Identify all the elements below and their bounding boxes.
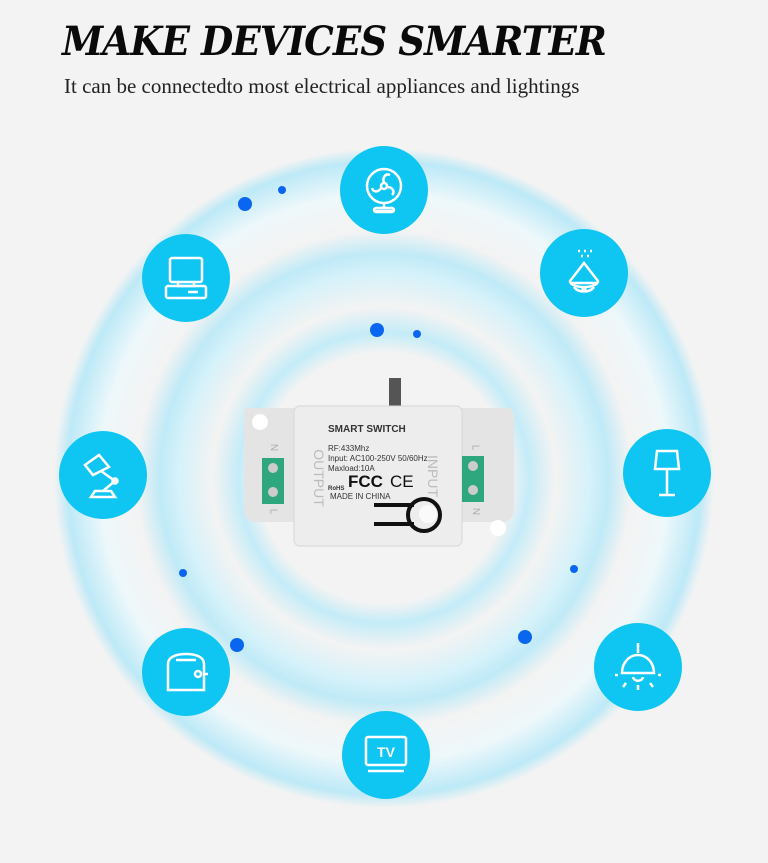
device-rf: RF:433Mhz (328, 444, 370, 453)
signal-dot (179, 569, 187, 577)
tv-icon: TV (342, 711, 430, 799)
toaster-icon (142, 628, 230, 716)
input-label: INPUT (425, 455, 441, 497)
signal-dot (230, 638, 244, 652)
terminal-right-l: L (469, 444, 481, 451)
signal-dot (238, 197, 252, 211)
signal-dot (570, 565, 578, 573)
device-maxload: Maxload:10A (328, 464, 375, 473)
fcc-mark: FCC (348, 472, 383, 491)
fan-icon (340, 146, 428, 234)
device-input-spec: Input: AC100-250V 50/60Hz (328, 454, 428, 463)
device-origin: MADE IN CHINA (330, 492, 391, 501)
humidifier-icon (540, 229, 628, 317)
output-label: OUTPUT (310, 449, 327, 507)
page-title: MAKE DEVICES SMARTER (62, 18, 607, 65)
signal-dot (518, 630, 532, 644)
signal-dot (413, 330, 421, 338)
terminal-left-n: N (268, 443, 280, 452)
device-name: SMART SWITCH (328, 424, 406, 435)
ceiling-light-icon (594, 623, 682, 711)
page-subtitle: It can be connectedto most electrical ap… (64, 74, 580, 98)
smart-switch-device: SMART SWITCH RF:433Mhz Input: AC100-250V… (244, 378, 514, 548)
terminal-right-n: N (470, 507, 482, 516)
computer-icon (142, 234, 230, 322)
signal-dot (278, 186, 286, 194)
tv-label: TV (377, 744, 396, 760)
terminal-left-l: L (267, 508, 279, 515)
rohs-mark: RoHS (328, 486, 345, 492)
device-body (244, 378, 514, 547)
desk-lamp-icon (59, 431, 147, 519)
signal-dot (370, 323, 384, 337)
ce-mark: CE (390, 472, 414, 491)
floor-lamp-icon (623, 429, 711, 517)
